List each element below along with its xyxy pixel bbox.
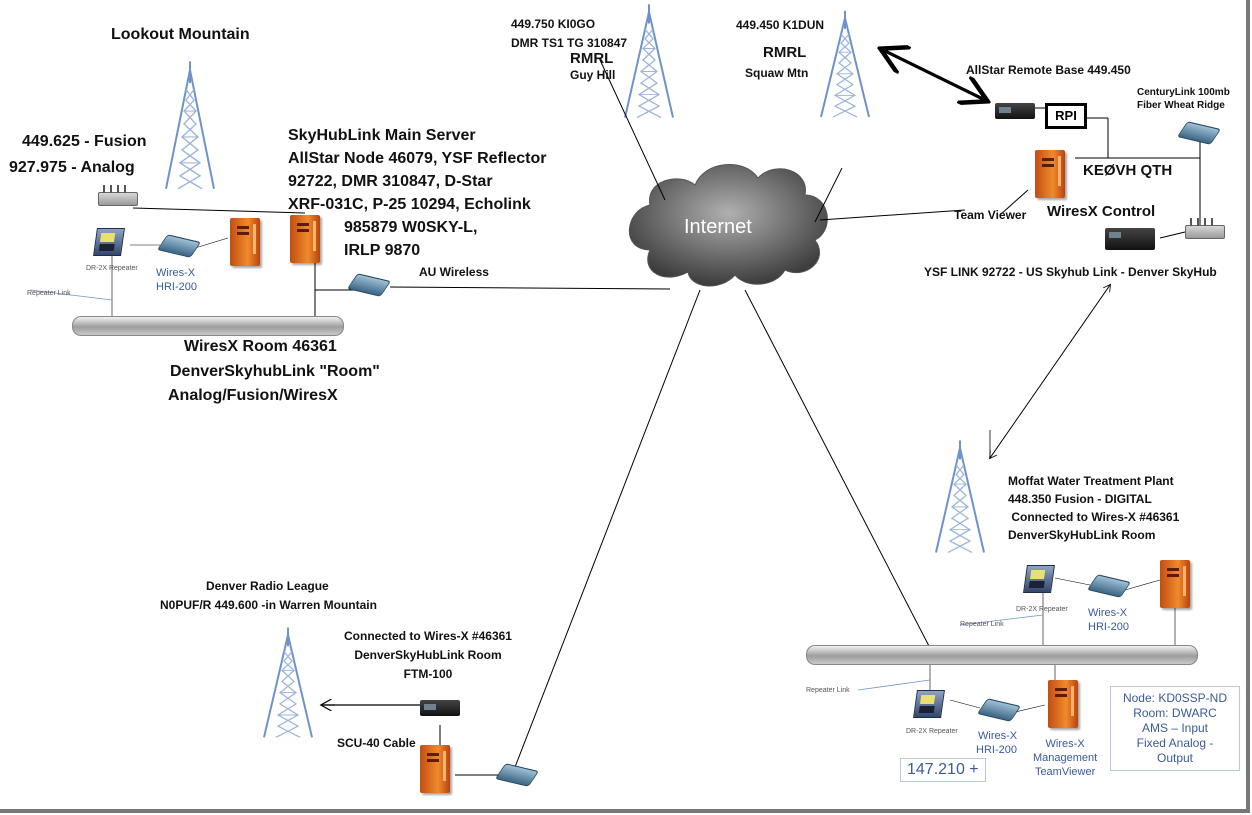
lookout-bus-pipe	[72, 316, 344, 336]
lookout-freq-analog: 927.975 - Analog	[9, 159, 135, 176]
allstar-remote-base: AllStar Remote Base 449.450	[966, 63, 1131, 77]
wiresx-control-label: WiresX Control	[1047, 203, 1156, 220]
lookout-repeater-link-label: Repeater Link	[27, 290, 71, 297]
lookout-dr2x-label: DR-2X Repeater	[86, 265, 138, 272]
kd0ssp-hri-label: HRI-200	[976, 744, 1017, 756]
lookout-dr2x-repeater-icon	[93, 228, 125, 256]
wiresx-room-line3: Analog/Fusion/WiresX	[168, 387, 338, 404]
ftm-pc-icon	[420, 745, 450, 793]
drl-name: Denver Radio League	[206, 579, 329, 593]
qth-router-icon	[1185, 218, 1225, 239]
lookout-router-icon	[98, 185, 138, 206]
ftm-description: Connected to Wires-X #46361 DenverSkyHub…	[344, 629, 512, 681]
kd0ssp-wiresx-label: Wires-X	[978, 730, 1018, 742]
kd0ssp-repeater-link-label: Repeater Link	[806, 687, 850, 694]
lookout-freq-fusion: 449.625 - Fusion	[22, 133, 147, 150]
moffat-bus-pipe	[806, 645, 1198, 665]
main-server-extra: 985879 W0SKY-L, IRLP 9870	[344, 219, 478, 259]
tower-warren	[263, 626, 313, 739]
tower-lookout	[164, 60, 216, 190]
tower-squaw	[820, 9, 870, 119]
kd0ssp-freq-box: 147.210 +	[900, 758, 986, 782]
scu40-cable-label: SCU-40 Cable	[337, 736, 416, 750]
rpi-box: RPI	[1045, 103, 1087, 129]
remote-base-radio-icon	[995, 103, 1035, 119]
centurylink-line1: CenturyLink 100mb	[1137, 87, 1230, 98]
lookout-wiresx-label: Wires-X	[156, 267, 196, 279]
moffat-dr2x-label: DR-2X Repeater	[1016, 606, 1068, 613]
guy-hill-dmr: DMR TS1 TG 310847	[511, 36, 628, 50]
squaw-freq: 449.450 K1DUN	[736, 18, 825, 32]
drl-freq: N0PUF/R 449.600 -in Warren Mountain	[160, 598, 377, 612]
kd0ssp-node-box: Node: KD0SSP-ND Room: DWARC AMS – Input …	[1110, 686, 1240, 771]
moffat-hri-label: HRI-200	[1088, 621, 1129, 633]
lookout-hri-label: HRI-200	[156, 281, 197, 293]
wiresx-room-line1: WiresX Room 46361	[184, 338, 337, 355]
internet-label: Internet	[684, 216, 752, 238]
ysf-link-label: YSF LINK 92722 - US Skyhub Link - Denver…	[924, 265, 1217, 279]
moffat-repeater-link-label: Repeater Link	[960, 621, 1004, 628]
guy-hill-freq: 449.750 KI0GO	[511, 17, 596, 31]
centurylink-line2: Fiber Wheat Ridge	[1137, 100, 1225, 111]
ftm100-radio-icon	[420, 700, 460, 716]
guy-hill-name: Guy Hill	[570, 68, 616, 82]
tower-moffat	[935, 439, 985, 554]
team-viewer-label: Team Viewer	[954, 208, 1027, 222]
squaw-name: Squaw Mtn	[745, 66, 809, 80]
kd0ssp-dr2x-label: DR-2X Repeater	[906, 728, 958, 735]
qth-pc-icon	[1035, 150, 1065, 198]
kd0ssp-mgmt-label: Wires-X Management TeamViewer	[1033, 738, 1098, 778]
kd0ssp-pc-icon	[1048, 680, 1078, 728]
moffat-description: Moffat Water Treatment Plant 448.350 Fus…	[1008, 474, 1180, 542]
wiresx-room-line2: DenverSkyhubLink "Room"	[170, 363, 380, 380]
qth-radio-icon	[1105, 228, 1155, 250]
qth-name: KEØVH QTH	[1083, 162, 1173, 179]
main-server-description: SkyHubLink Main Server AllStar Node 4607…	[288, 127, 547, 213]
kd0ssp-dr2x-repeater-icon	[913, 690, 945, 718]
tower-guy-hill	[624, 3, 674, 119]
moffat-dr2x-repeater-icon	[1023, 565, 1055, 593]
guy-hill-rmrl: RMRL	[570, 50, 614, 67]
lookout-pc-icon	[230, 218, 260, 266]
internet-cloud	[628, 164, 828, 287]
moffat-pc-icon	[1160, 560, 1190, 608]
au-wireless-label: AU Wireless	[419, 265, 489, 279]
main-server-pc-icon	[290, 215, 320, 263]
lookout-title: Lookout Mountain	[111, 26, 250, 43]
moffat-wiresx-label: Wires-X	[1088, 607, 1128, 619]
squaw-rmrl: RMRL	[763, 44, 807, 61]
